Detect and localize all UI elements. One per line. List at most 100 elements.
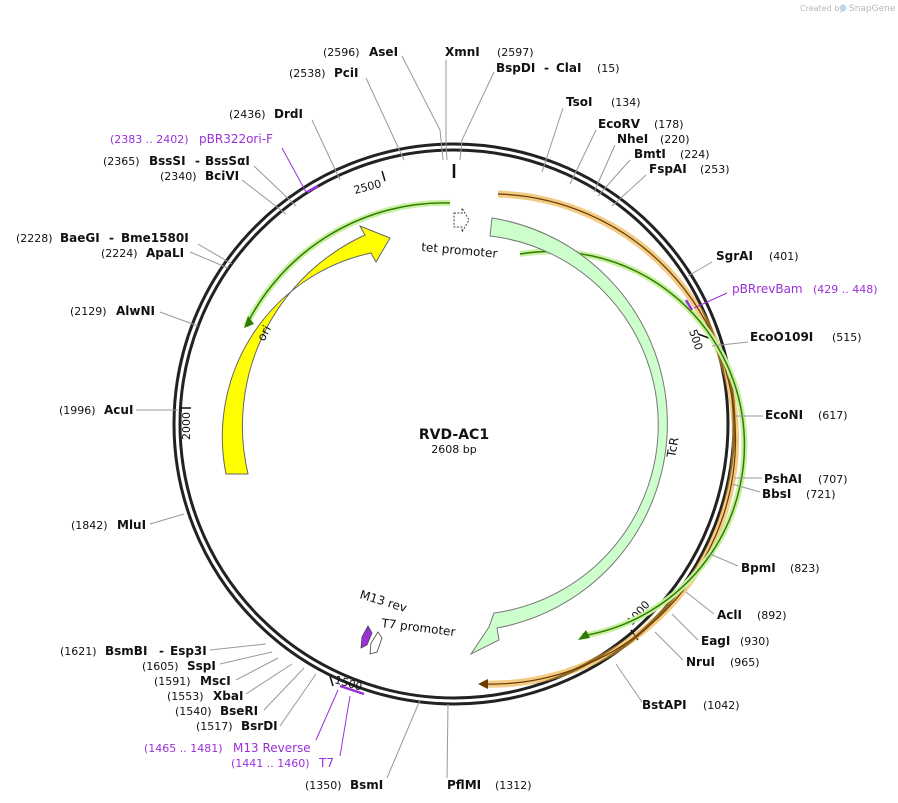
leader-line [685,591,715,615]
tick-label: 2000 [180,412,193,440]
enzyme-position: (1605) [142,660,179,673]
leader-line [711,341,749,347]
m13-rev-label: M13 rev [358,587,409,615]
enzyme-position: (721) [806,488,836,501]
tet-promoter-arrow [453,206,470,234]
primer-range: (1441 .. 1460) [231,757,310,770]
leader-line [235,657,279,681]
enzyme-leaders [136,55,763,779]
enzyme-name: FspAI [649,162,687,176]
enzyme-name: AseI [369,45,398,59]
plasmid-length: 2608 bp [431,443,476,456]
enzyme-position: (178) [654,118,684,131]
leader-line [459,71,495,161]
enzyme-name: PshAI [764,472,802,486]
leader-line [245,663,293,695]
plasmid-name: RVD-AC1 [419,427,489,443]
enzyme-position: (2597) [497,46,534,59]
leader-line [279,673,317,727]
primer-name: T7 [318,756,334,770]
orf-line [482,193,737,685]
t7-promoter-arrow [369,631,383,655]
enzyme-position: (15) [597,62,620,75]
leader-line [569,129,597,185]
enzyme-name: MluI [117,518,146,532]
primer-mark-pbr322ori [306,184,319,194]
primer-range: (1465 .. 1481) [144,742,223,755]
leader-line [197,243,233,265]
enzyme-position: (1350) [305,779,342,792]
tick-label: 2500 [352,177,382,197]
ori-label: ori [254,323,274,343]
leader-line [445,60,448,161]
enzyme-position: (134) [611,96,641,109]
primer-mark-m13t7 [339,684,365,696]
enzyme-name: TsoI [566,95,592,109]
snapgene-logo-icon [839,4,847,12]
enzyme-name: NruI [686,655,715,669]
enzyme-position: (965) [730,656,760,669]
leader-line [593,144,616,193]
enzyme-name: BaeGI [60,231,100,245]
enzyme-name: BssSαI [205,154,250,168]
enzyme-position: (2224) [101,247,138,260]
enzyme-name: BsmI [350,778,383,792]
enzyme-name: XbaI [213,689,243,703]
tcr-strand-line [519,250,746,637]
enzyme-position: (1996) [59,404,96,417]
leader-line [541,107,564,173]
leader-line [687,261,713,277]
leader-line [386,699,421,779]
enzyme-name: SspI [187,659,216,673]
primer-name: M13 Reverse [233,741,311,755]
enzyme-position: (1553) [167,690,204,703]
backbone-inner [178,148,730,700]
enzyme-position: (930) [740,635,770,648]
leader-line [731,483,761,493]
enzyme-name: EcoNI [765,408,803,422]
leader-line [597,159,631,197]
enzyme-name: PciI [334,66,359,80]
enzyme-name: NheI [617,132,648,146]
leader-line [654,631,684,661]
tcr-label: TcR [664,436,681,459]
enzyme-position: (253) [700,163,730,176]
enzyme-position: (1312) [495,779,532,792]
enzyme-separator: - [195,154,200,168]
enzyme-name: AlwNI [116,304,155,318]
leader-line [671,613,699,641]
backbone-outer [172,142,736,706]
primer-leader [281,147,307,193]
enzyme-position: (2596) [323,46,360,59]
enzyme-name: BssSI [149,154,186,168]
enzyme-name: ClaI [556,61,581,75]
enzyme-name: DrdI [274,107,303,121]
primer-leader [315,689,339,741]
enzyme-name: PflMI [447,778,481,792]
enzyme-name: XmnI [445,45,480,59]
credit-text: Created by [800,4,844,13]
enzyme-position: (1842) [71,519,108,532]
enzyme-name: ApaLI [146,246,184,260]
leader-line [241,179,287,215]
enzyme-position: (224) [680,148,710,161]
tcr-strand-arrow [578,630,590,640]
enzyme-separator: - [159,644,164,658]
enzyme-position: (617) [818,409,848,422]
enzyme-name: BsrDI [241,719,278,733]
enzyme-position: (2340) [160,170,197,183]
leader-line [401,55,444,161]
tick-mark [329,675,334,687]
enzyme-name: BseRI [220,704,258,718]
orf-arrowhead [478,679,488,689]
leader-line [709,553,739,567]
enzyme-position: (401) [769,250,799,263]
enzyme-position: (1621) [60,645,97,658]
tick-label: 500 [686,328,705,352]
leader-line [159,311,199,327]
enzyme-position: (220) [660,133,690,146]
enzyme-separator: - [544,61,549,75]
enzyme-name: BspDI [496,61,535,75]
primer-leaders [281,147,728,757]
enzyme-position: (2436) [229,108,266,121]
